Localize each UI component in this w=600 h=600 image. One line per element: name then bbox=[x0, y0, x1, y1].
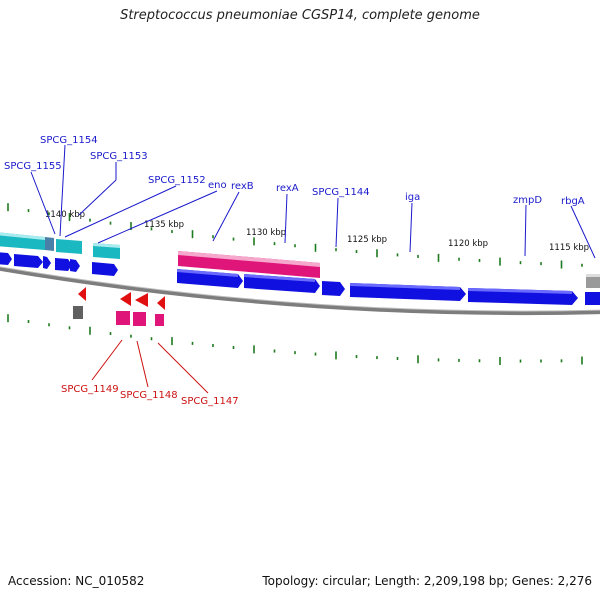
cds-arrow bbox=[92, 262, 118, 276]
cds-arrow bbox=[70, 259, 80, 272]
gene-label: SPCG_1155 bbox=[4, 161, 62, 172]
cds-arrow-row bbox=[0, 252, 600, 305]
genome-backbone bbox=[0, 266, 600, 316]
gene-label: iga bbox=[405, 192, 420, 203]
bottom-gene-labels: SPCG_1149 SPCG_1148 SPCG_1147 bbox=[61, 339, 239, 407]
scale-label: 1115 kbp bbox=[549, 243, 589, 253]
gray-gene bbox=[73, 306, 83, 319]
scale-label: 1125 kbp bbox=[347, 235, 387, 245]
gene-label: rexB bbox=[231, 181, 254, 192]
gene-block bbox=[45, 237, 54, 251]
scale-label: 1130 kbp bbox=[246, 228, 286, 238]
red-gene bbox=[120, 292, 131, 306]
cds-arrow bbox=[14, 254, 43, 268]
red-gene bbox=[78, 287, 86, 301]
map-title: Streptococcus pneumoniae CGSP14, complet… bbox=[120, 8, 480, 23]
gene-label: SPCG_1144 bbox=[312, 187, 370, 198]
inner-tick-row bbox=[7, 314, 583, 365]
pink-gene bbox=[116, 311, 130, 325]
gene-label: SPCG_1153 bbox=[90, 151, 148, 162]
cds-arrow bbox=[43, 256, 51, 269]
accession-text: Accession: NC_010582 bbox=[8, 574, 145, 588]
pink-gene bbox=[155, 314, 164, 326]
red-gene bbox=[135, 293, 148, 307]
gene-label: SPCG_1152 bbox=[148, 175, 206, 186]
scale-label: 1135 kbp bbox=[144, 220, 184, 230]
genome-summary-text: Topology: circular; Length: 2,209,198 bp… bbox=[262, 574, 592, 588]
cds-arrow bbox=[55, 258, 72, 271]
cds-arrow bbox=[585, 292, 600, 305]
gray-gene bbox=[586, 274, 600, 288]
pink-gene bbox=[133, 312, 146, 326]
gene-label: SPCG_1154 bbox=[40, 135, 98, 146]
pink-gene bbox=[178, 251, 320, 278]
gene-label: rbgA bbox=[561, 196, 585, 207]
top-gene-labels: SPCG_1155 SPCG_1154 SPCG_1153 SPCG_1152 … bbox=[4, 135, 596, 259]
cds-arrow bbox=[322, 281, 345, 296]
gene-label: eno bbox=[208, 180, 227, 191]
red-gene bbox=[157, 296, 165, 310]
gene-label: zmpD bbox=[513, 195, 542, 206]
gene-label: SPCG_1148 bbox=[120, 390, 178, 401]
gene-label: SPCG_1149 bbox=[61, 384, 119, 395]
cds-arrow bbox=[0, 252, 12, 265]
reverse-genes bbox=[73, 287, 165, 326]
gene-label: SPCG_1147 bbox=[181, 396, 239, 407]
gene-block bbox=[56, 239, 82, 254]
outer-tick-row bbox=[7, 203, 583, 269]
cyan-gene-group bbox=[0, 232, 120, 259]
scale-label: 1120 kbp bbox=[448, 239, 488, 249]
scale-label: 1140 kbp bbox=[45, 210, 85, 220]
gene-label: rexA bbox=[276, 183, 299, 194]
